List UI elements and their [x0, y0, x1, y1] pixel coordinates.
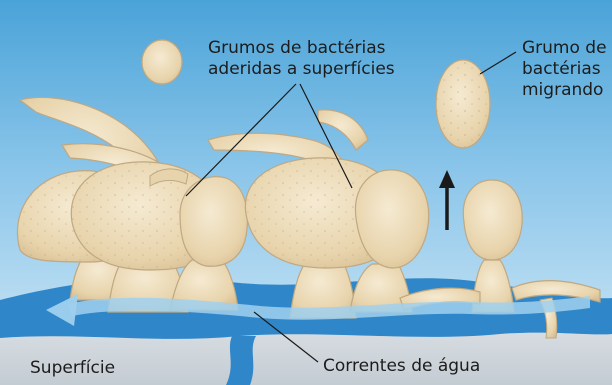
label-adhered-line1: Grumos de bactérias [208, 38, 428, 59]
label-adhered-line2: aderidas a superfícies [208, 59, 428, 80]
label-migrating-line3: migrando [522, 80, 607, 101]
label-migrating-line1: Grumo de [522, 38, 607, 59]
label-surface: Superfície [30, 358, 115, 379]
floating-clump-small [142, 40, 182, 84]
label-water-currents: Correntes de água [323, 356, 480, 377]
label-adhered-clumps: Grumos de bactérias aderidas a superfíci… [208, 38, 428, 80]
label-migrating-line2: bactérias [522, 59, 607, 80]
label-migrating-clump: Grumo de bactérias migrando [522, 38, 607, 101]
